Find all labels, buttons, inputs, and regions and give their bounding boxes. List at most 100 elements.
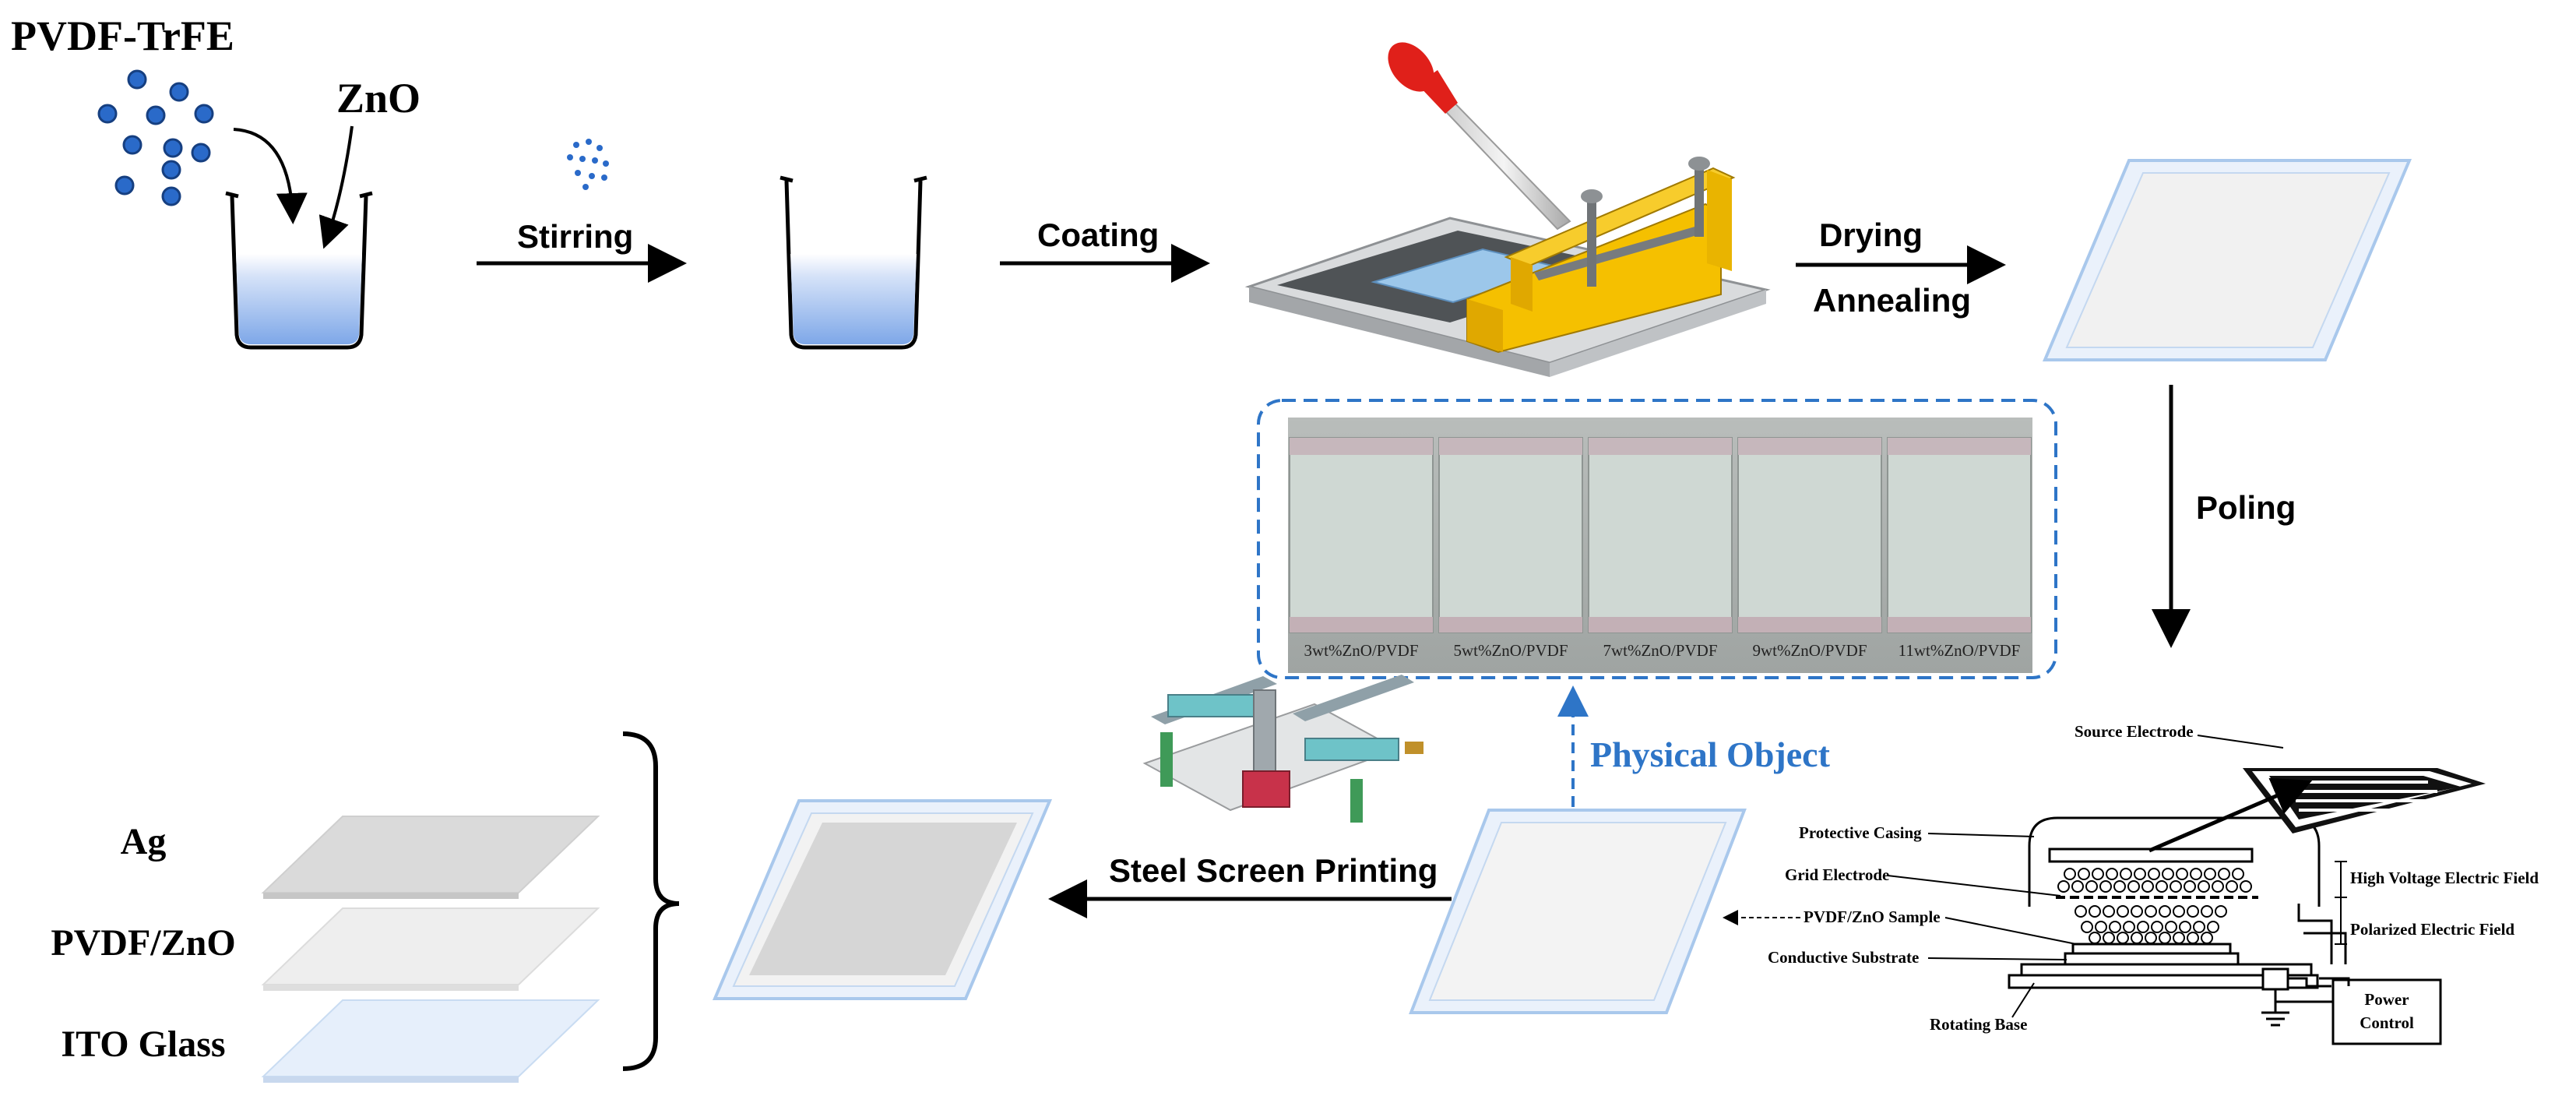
protective-casing-label: Protective Casing — [1799, 823, 1922, 842]
zno-particles-icon — [567, 139, 609, 190]
dropper-icon — [1388, 42, 1571, 231]
ion-particle — [2159, 932, 2171, 944]
ito-glass-layer — [261, 999, 600, 1077]
ion-particle — [2151, 921, 2163, 933]
high-voltage-field-label: High Voltage Electric Field — [2350, 869, 2539, 887]
ion-particle — [2212, 880, 2224, 893]
source-electrode-arrow — [2148, 777, 2313, 853]
printed-film-icon — [712, 799, 1053, 1000]
sample-label: 9wt%ZnO/PVDF — [1752, 641, 1867, 660]
sample-strip: 11wt%ZnO/PVDF — [1887, 437, 2032, 660]
source-electrode-icon — [2243, 768, 2486, 833]
polarized-field-label: Polarized Electric Field — [2350, 920, 2514, 939]
ion-particle — [2187, 905, 2199, 918]
physical-object-frame — [1257, 399, 2057, 679]
ion-particle — [2173, 932, 2185, 944]
sample-strip: 9wt%ZnO/PVDF — [1737, 437, 1882, 660]
control-label: Control — [2360, 1013, 2414, 1032]
ion-particle — [2117, 932, 2129, 944]
ion-particle — [2232, 868, 2244, 880]
pvdf-zno-sample-label: PVDF/ZnO Sample — [1804, 907, 1941, 926]
steel-screen-printing-label: Steel Screen Printing — [1109, 852, 1438, 889]
conductive-substrate-leader — [1927, 957, 2067, 960]
film-applicator-icon — [1244, 157, 1771, 377]
power-control-box — [2331, 978, 2442, 1045]
annealing-label: Annealing — [1813, 282, 1971, 319]
ion-particle — [2127, 880, 2140, 893]
ion-particle — [2106, 868, 2118, 880]
ion-particle — [2179, 921, 2191, 933]
sample-strip: 3wt%ZnO/PVDF — [1289, 437, 1434, 660]
sample-label: 7wt%ZnO/PVDF — [1603, 641, 1717, 660]
grid-electrode-leader — [1887, 875, 2061, 897]
ion-particle — [2207, 921, 2219, 933]
ion-particle — [2155, 880, 2168, 893]
ion-particle — [2204, 868, 2216, 880]
ion-particle — [2141, 880, 2154, 893]
ion-particle — [2201, 905, 2213, 918]
ion-particle — [2103, 905, 2115, 918]
grid-electrode-label: Grid Electrode — [1785, 865, 1889, 884]
ion-particle — [2190, 868, 2202, 880]
ion-particle — [2193, 921, 2205, 933]
ion-particle — [2109, 921, 2121, 933]
sample-label: 11wt%ZnO/PVDF — [1899, 641, 2021, 660]
poling-apparatus — [2008, 816, 2442, 1045]
poling-label: Poling — [2196, 489, 2296, 526]
physical-object-label: Physical Object — [1590, 735, 1831, 774]
ion-particle — [2064, 868, 2076, 880]
ion-particle — [2089, 905, 2101, 918]
ion-particle — [2162, 868, 2174, 880]
poled-film-icon — [1409, 809, 1747, 1014]
conductive-substrate-label: Conductive Substrate — [1768, 948, 1919, 967]
rotating-base-label: Rotating Base — [1930, 1015, 2027, 1034]
ion-particle — [2095, 921, 2107, 933]
ion-particle — [2176, 868, 2188, 880]
ion-particle — [2120, 868, 2132, 880]
ion-particle — [2165, 921, 2177, 933]
ion-particle — [2071, 880, 2084, 893]
ion-particle — [2131, 905, 2143, 918]
ion-particle — [2201, 932, 2213, 944]
ion-particle — [2215, 905, 2227, 918]
sample-strip: 7wt%ZnO/PVDF — [1588, 437, 1733, 660]
ion-particle — [2240, 880, 2252, 893]
pvdf-zno-layer — [261, 907, 600, 985]
pouring-arrow-zno — [318, 125, 354, 249]
ion-particle — [2099, 880, 2112, 893]
zno-label: ZnO — [336, 75, 421, 122]
layer-stack — [261, 816, 600, 1083]
layer-stack-brace — [622, 731, 680, 1071]
ion-particle — [2057, 880, 2070, 893]
source-electrode-label: Source Electrode — [2075, 722, 2194, 741]
ion-particle — [2117, 905, 2129, 918]
power-label: Power — [2364, 990, 2409, 1009]
sample-label: 3wt%ZnO/PVDF — [1304, 641, 1418, 660]
ion-particle — [2170, 880, 2182, 893]
annealed-film-icon — [2042, 159, 2412, 361]
screen-printer-icon — [1142, 675, 1423, 823]
ion-particle — [2187, 932, 2199, 944]
ion-particle — [2123, 921, 2135, 933]
ag-layer — [261, 816, 600, 893]
ion-particle — [2145, 905, 2157, 918]
ion-particle — [2148, 868, 2160, 880]
stirring-label: Stirring — [517, 218, 633, 255]
ion-particle — [2131, 932, 2143, 944]
coating-label: Coating — [1037, 217, 1159, 253]
ion-particle — [2078, 868, 2090, 880]
pvdf-particles-icon — [97, 69, 214, 206]
ion-particle — [2218, 868, 2230, 880]
ion-particle — [2113, 880, 2126, 893]
ion-particle — [2085, 880, 2098, 893]
beaker-mixed-icon — [779, 175, 927, 350]
pvdf-trfe-label: PVDF-TrFE — [11, 12, 234, 59]
ion-particle — [2081, 921, 2093, 933]
beaker-icon — [225, 191, 373, 350]
ion-particle — [2137, 921, 2149, 933]
ion-particle — [2145, 932, 2157, 944]
protective-casing-leader — [1927, 833, 2035, 837]
